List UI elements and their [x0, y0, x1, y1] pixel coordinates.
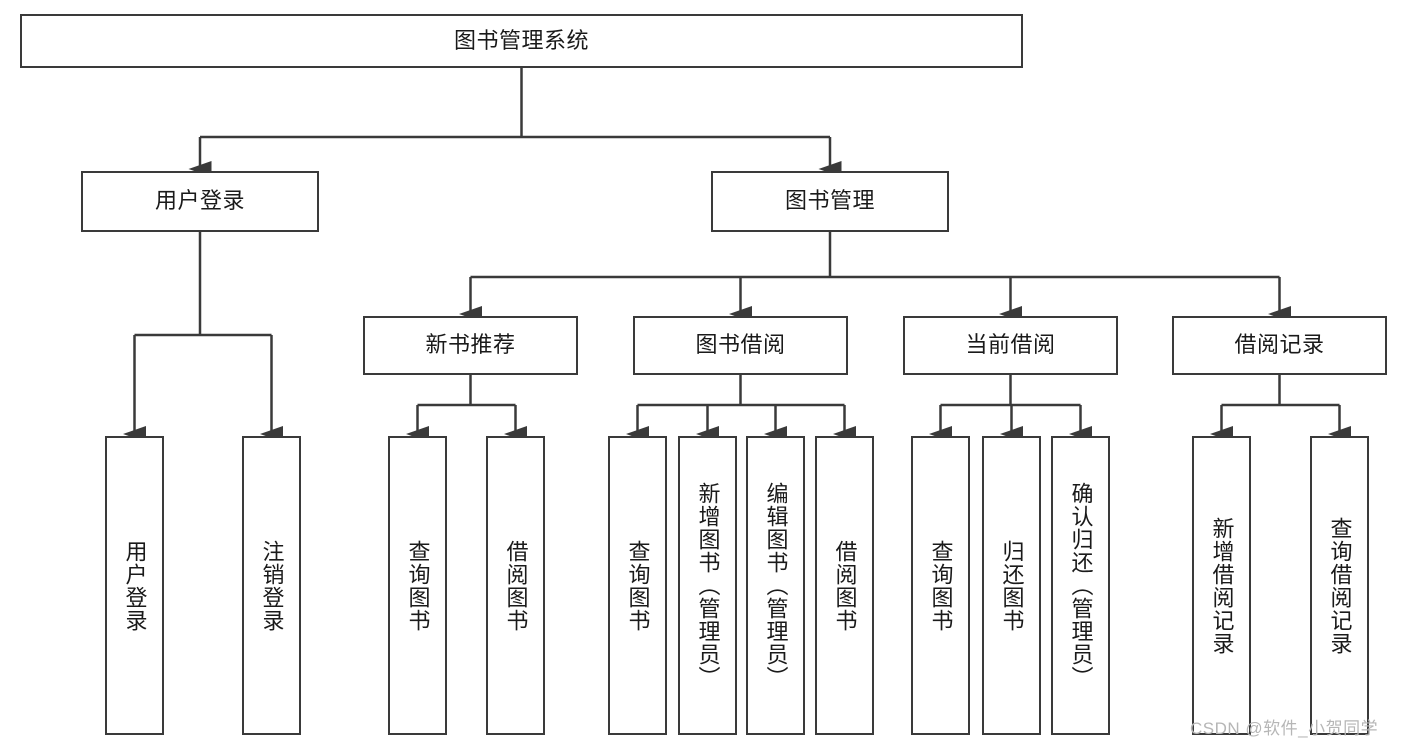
node-label-leaf-query-book-3: 查询图书: [928, 539, 954, 632]
node-leaf-query-book-2[interactable]: 查询图书: [608, 436, 667, 735]
node-leaf-query-record[interactable]: 查询借阅记录: [1310, 436, 1369, 735]
node-label-leaf-query-book-2: 查询图书: [625, 539, 651, 632]
node-label-leaf-borrow-book-1: 借阅图书: [503, 539, 529, 632]
node-leaf-borrow-book-2[interactable]: 借阅图书: [815, 436, 874, 735]
node-leaf-confirm-return[interactable]: 确认归还（管理员）: [1051, 436, 1110, 735]
node-label-current-borrow: 当前借阅: [965, 332, 1056, 358]
node-current-borrow[interactable]: 当前借阅: [903, 316, 1118, 375]
node-label-leaf-edit-book: 编辑图书（管理员）: [763, 482, 789, 689]
node-user-login[interactable]: 用户登录: [81, 171, 319, 232]
node-book-manage[interactable]: 图书管理: [711, 171, 949, 232]
node-label-leaf-query-record: 查询借阅记录: [1327, 516, 1353, 655]
node-label-borrow-record: 借阅记录: [1234, 332, 1325, 358]
node-label-leaf-borrow-book-2: 借阅图书: [832, 539, 858, 632]
node-borrow-record[interactable]: 借阅记录: [1172, 316, 1387, 375]
node-leaf-borrow-book-1[interactable]: 借阅图书: [486, 436, 545, 735]
node-label-leaf-add-book: 新增图书（管理员）: [695, 482, 721, 689]
node-label-leaf-logout: 注销登录: [259, 539, 285, 632]
node-label-root: 图书管理系统: [453, 27, 589, 53]
node-leaf-logout[interactable]: 注销登录: [242, 436, 301, 735]
node-leaf-add-record[interactable]: 新增借阅记录: [1192, 436, 1251, 735]
csdn-watermark: CSDN @软件_小贺同学: [1190, 719, 1379, 738]
node-label-leaf-confirm-return: 确认归还（管理员）: [1068, 482, 1094, 689]
node-root[interactable]: 图书管理系统: [20, 14, 1023, 68]
node-leaf-add-book[interactable]: 新增图书（管理员）: [678, 436, 737, 735]
node-label-leaf-add-record: 新增借阅记录: [1209, 516, 1235, 655]
node-leaf-query-book-3[interactable]: 查询图书: [911, 436, 970, 735]
node-label-leaf-query-book-1: 查询图书: [405, 539, 431, 632]
node-label-book-borrow: 图书借阅: [695, 332, 786, 358]
node-new-book-rec[interactable]: 新书推荐: [363, 316, 578, 375]
node-leaf-user-login[interactable]: 用户登录: [105, 436, 164, 735]
node-book-borrow[interactable]: 图书借阅: [633, 316, 848, 375]
node-leaf-edit-book[interactable]: 编辑图书（管理员）: [746, 436, 805, 735]
node-leaf-query-book-1[interactable]: 查询图书: [388, 436, 447, 735]
node-label-leaf-user-login: 用户登录: [122, 539, 148, 632]
node-label-user-login: 用户登录: [154, 188, 245, 214]
node-leaf-return-book[interactable]: 归还图书: [982, 436, 1041, 735]
node-label-new-book-rec: 新书推荐: [425, 332, 516, 358]
node-label-book-manage: 图书管理: [784, 188, 875, 214]
node-label-leaf-return-book: 归还图书: [999, 539, 1025, 632]
